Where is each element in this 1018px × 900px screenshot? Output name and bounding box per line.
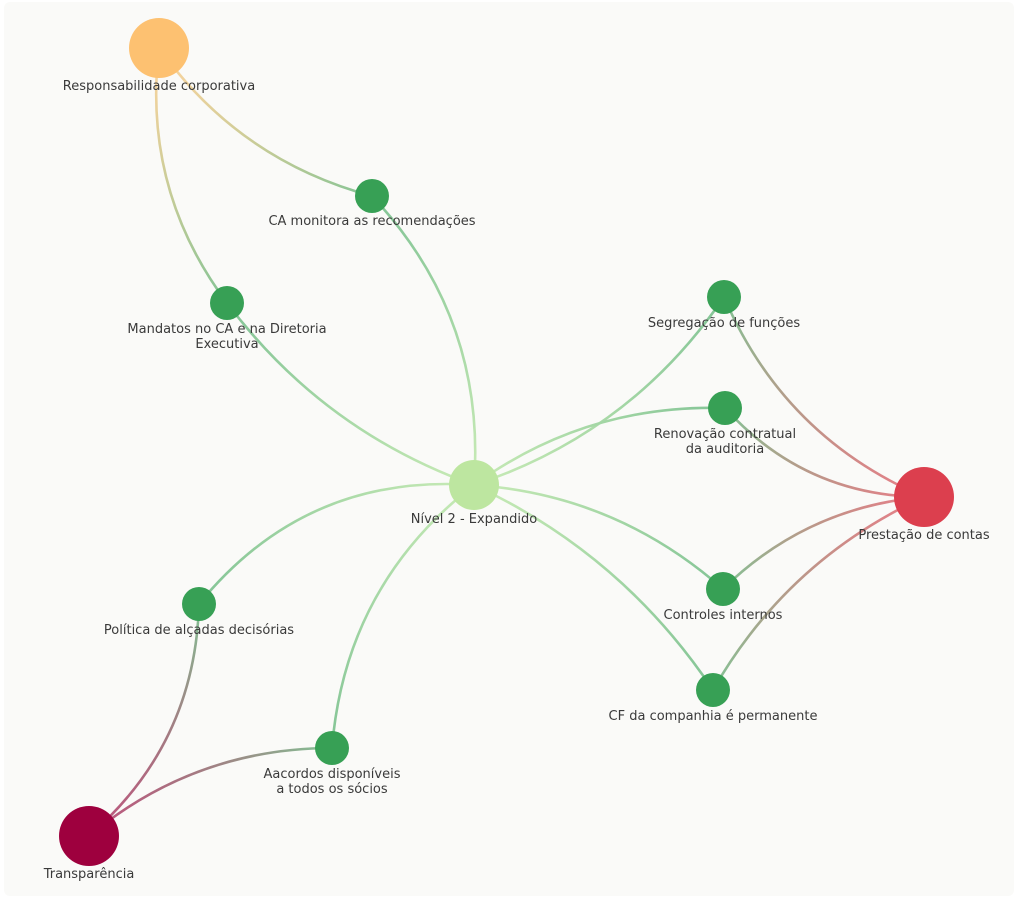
- network-graph: Nível 2 - Expandido Responsabilidade corp…: [43, 18, 990, 882]
- node-label-seg: Segregação de funções: [648, 316, 801, 331]
- node-hub[interactable]: [449, 460, 499, 510]
- edge-prest-seg: [722, 295, 926, 499]
- node-label-cf: CF da companhia é permanente: [609, 709, 818, 724]
- node-acord[interactable]: [315, 731, 349, 765]
- node-resp[interactable]: [129, 18, 189, 78]
- node-label-resp: Responsabilidade corporativa: [63, 79, 255, 94]
- node-mand[interactable]: [210, 286, 244, 320]
- node-renov[interactable]: [708, 391, 742, 425]
- edge-hub-acord: [330, 483, 476, 750]
- edge-hub-seg: [472, 295, 726, 487]
- node-pol[interactable]: [182, 587, 216, 621]
- edge-hub-renov: [472, 406, 727, 487]
- node-seg[interactable]: [707, 280, 741, 314]
- edge-hub-pol: [197, 482, 476, 606]
- node-ctrl[interactable]: [706, 572, 740, 606]
- node-label-hub: Nível 2 - Expandido: [411, 512, 537, 527]
- node-label-prest: Prestação de contas: [858, 528, 989, 543]
- edge-resp-mand: [154, 46, 229, 305]
- nodes-layer: [59, 18, 954, 866]
- network-canvas: Nível 2 - Expandido Responsabilidade corp…: [4, 2, 1014, 896]
- edge-hub-ctrl: [472, 483, 725, 591]
- node-label-ctrl: Controles internos: [664, 608, 783, 623]
- node-label-transp: Transparência: [43, 867, 135, 882]
- edge-transp-acord: [87, 746, 334, 838]
- edge-prest-cf: [711, 495, 926, 692]
- edge-hub-ca_mon: [370, 194, 477, 487]
- edge-transp-pol: [87, 602, 201, 838]
- node-label-pol: Política de alçadas decisórias: [104, 623, 294, 638]
- node-prest[interactable]: [894, 467, 954, 527]
- edge-hub-mand: [225, 301, 476, 487]
- labels-layer: Nível 2 - Expandido Responsabilidade corp…: [43, 79, 990, 882]
- edge-resp-ca_mon: [157, 46, 374, 198]
- node-transp[interactable]: [59, 806, 119, 866]
- node-label-ca_mon: CA monitora as recomendações: [268, 214, 475, 229]
- node-cf[interactable]: [696, 673, 730, 707]
- node-ca_mon[interactable]: [355, 179, 389, 213]
- edge-hub-cf: [472, 483, 715, 692]
